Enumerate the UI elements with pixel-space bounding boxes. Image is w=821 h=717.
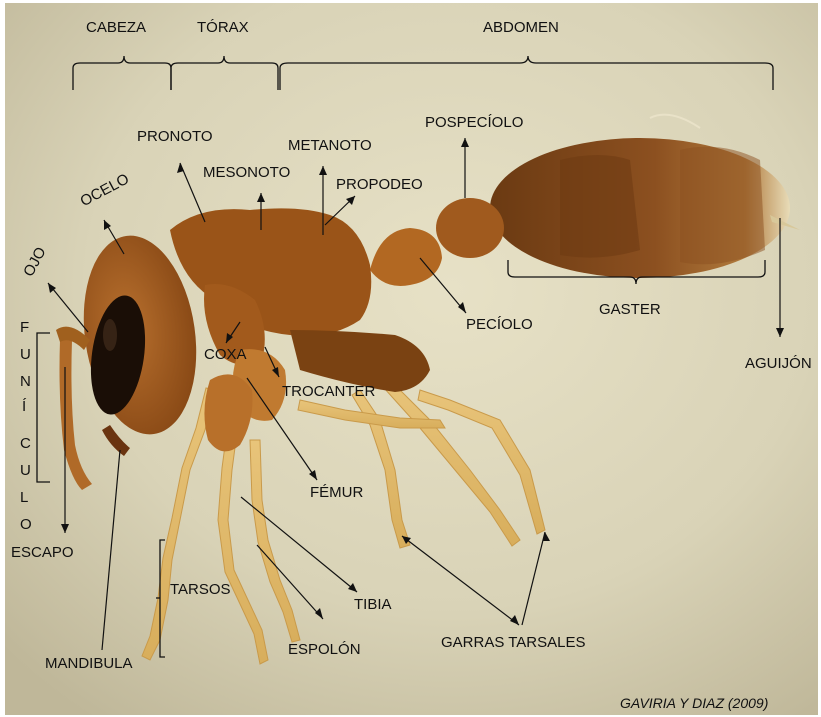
label-cabeza: CABEZA — [86, 20, 146, 35]
label-funiculo-letter: F — [20, 320, 29, 335]
label-funiculo-letter: O — [20, 517, 32, 532]
image-credit: GAVIRIA Y DIAZ (2009) — [620, 696, 768, 710]
label-torax: TÓRAX — [197, 20, 249, 35]
label-mandibula: MANDIBULA — [45, 656, 133, 671]
label-funiculo-letter: U — [20, 463, 31, 478]
label-garras-tarsales: GARRAS TARSALES — [441, 635, 586, 650]
label-trocanter: TROCANTER — [282, 384, 375, 399]
label-gaster: GASTER — [599, 302, 661, 317]
label-funiculo-letter: Í — [22, 399, 26, 414]
label-funiculo-letter: L — [20, 490, 28, 505]
label-aguijon: AGUIJÓN — [745, 356, 812, 371]
label-tarsos: TARSOS — [170, 582, 231, 597]
label-coxa: COXA — [204, 347, 247, 362]
label-abdomen: ABDOMEN — [483, 20, 559, 35]
label-mesonoto: MESONOTO — [203, 165, 290, 180]
label-pronoto: PRONOTO — [137, 129, 213, 144]
label-metanoto: METANOTO — [288, 138, 372, 153]
label-espolon: ESPOLÓN — [288, 642, 361, 657]
label-peciolo: PECÍOLO — [466, 317, 533, 332]
label-funiculo-letter: U — [20, 347, 31, 362]
label-femur: FÉMUR — [310, 485, 363, 500]
label-escapo: ESCAPO — [11, 545, 74, 560]
label-funiculo-letter: C — [20, 436, 31, 451]
label-pospeciolo: POSPECÍOLO — [425, 115, 523, 130]
label-funiculo-letter: N — [20, 374, 31, 389]
label-propodeo: PROPODEO — [336, 177, 423, 192]
pospeciolo-shape — [436, 198, 504, 258]
label-tibia: TIBIA — [354, 597, 392, 612]
